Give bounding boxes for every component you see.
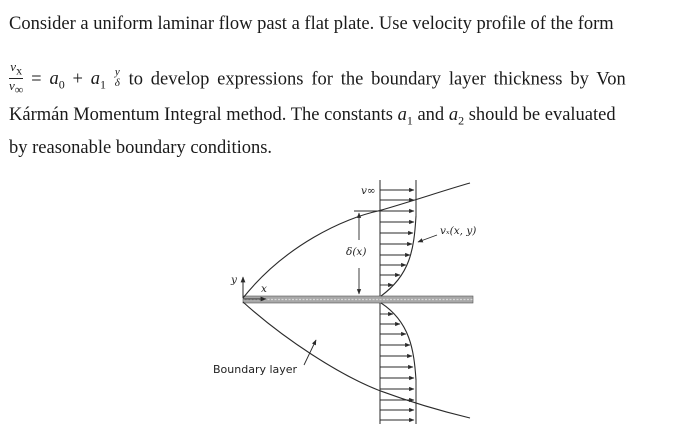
problem-line-2-rest: to develop expressions for the boundary … (128, 69, 626, 90)
constant-a1: a1 (90, 69, 107, 93)
y-axis-label: y (231, 274, 237, 286)
constant-a2-ref: a2 (448, 105, 465, 128)
x-axis-label: x (261, 283, 267, 295)
plus-sign: + (72, 69, 83, 90)
boundary-layer-label: Boundary layer (213, 363, 298, 376)
v-infinity-label: v∞ (361, 185, 376, 197)
upper-velocity-arrows (380, 187, 415, 288)
delta-x-label: δ(x) (346, 246, 367, 258)
problem-line-2: vx v∞ = a0 + a1 y δ to develop expressio… (9, 59, 626, 98)
vx-xy-label: vₓ(x, y) (440, 225, 477, 237)
upper-boundary-layer-curve (242, 182, 471, 299)
flat-plate (242, 295, 474, 304)
lower-velocity-arrows (380, 311, 415, 423)
velocity-ratio-fraction: vx v∞ (9, 59, 24, 97)
constant-a1-ref: a1 (397, 105, 413, 128)
lower-boundary-layer-curve (242, 301, 471, 419)
problem-line-1: Consider a uniform laminar flow past a f… (9, 14, 614, 34)
upper-velocity-profile (380, 215, 417, 297)
problem-line-3: Kármán Momentum Integral method. The con… (9, 105, 616, 128)
constant-a0: a0 (49, 69, 65, 93)
equals-sign: = (31, 69, 42, 90)
problem-line-4: by reasonable boundary conditions. (9, 138, 273, 158)
lower-velocity-profile (380, 302, 417, 381)
y-over-delta-fraction: y δ (114, 66, 120, 90)
